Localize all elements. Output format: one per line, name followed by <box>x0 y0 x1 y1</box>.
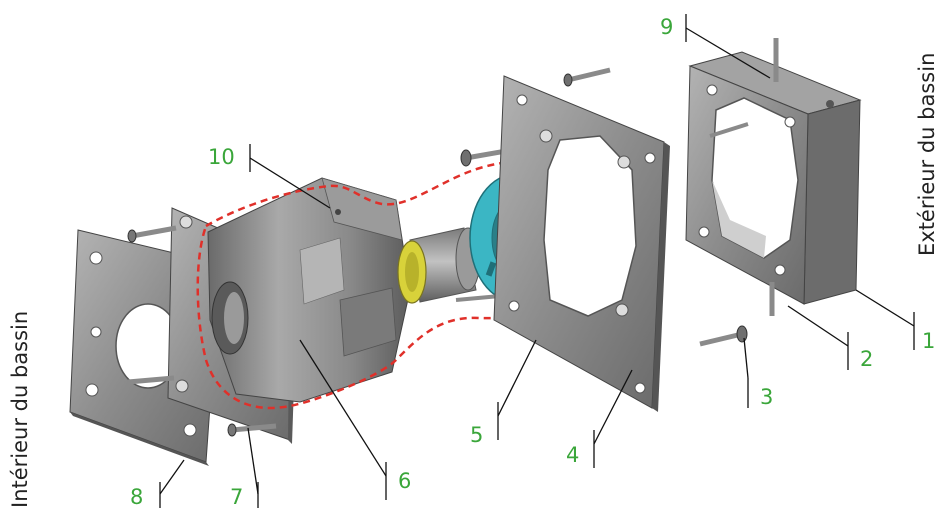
callout-numbers: 1 2 3 4 5 6 7 8 9 10 <box>130 15 935 509</box>
callout-8: 8 <box>130 485 143 509</box>
callout-leaders <box>159 14 915 508</box>
interior-side-label: Intérieur du bassin <box>8 310 32 508</box>
callout-5: 5 <box>470 423 483 447</box>
bushing-yellow <box>397 227 481 304</box>
part-1-box-housing <box>685 38 862 316</box>
callout-10: 10 <box>208 145 235 169</box>
callout-1: 1 <box>922 329 935 353</box>
callout-3: 3 <box>760 385 773 409</box>
callout-7: 7 <box>230 485 243 509</box>
callout-2: 2 <box>860 347 873 371</box>
exterior-side-label: Extérieur du bassin <box>915 52 939 256</box>
callout-4: 4 <box>566 443 579 467</box>
part-6-main-body <box>207 177 411 403</box>
callout-6: 6 <box>398 469 411 493</box>
part-4-mounting-plate <box>493 75 670 412</box>
callout-9: 9 <box>660 15 673 39</box>
part-3-screw <box>699 325 748 347</box>
